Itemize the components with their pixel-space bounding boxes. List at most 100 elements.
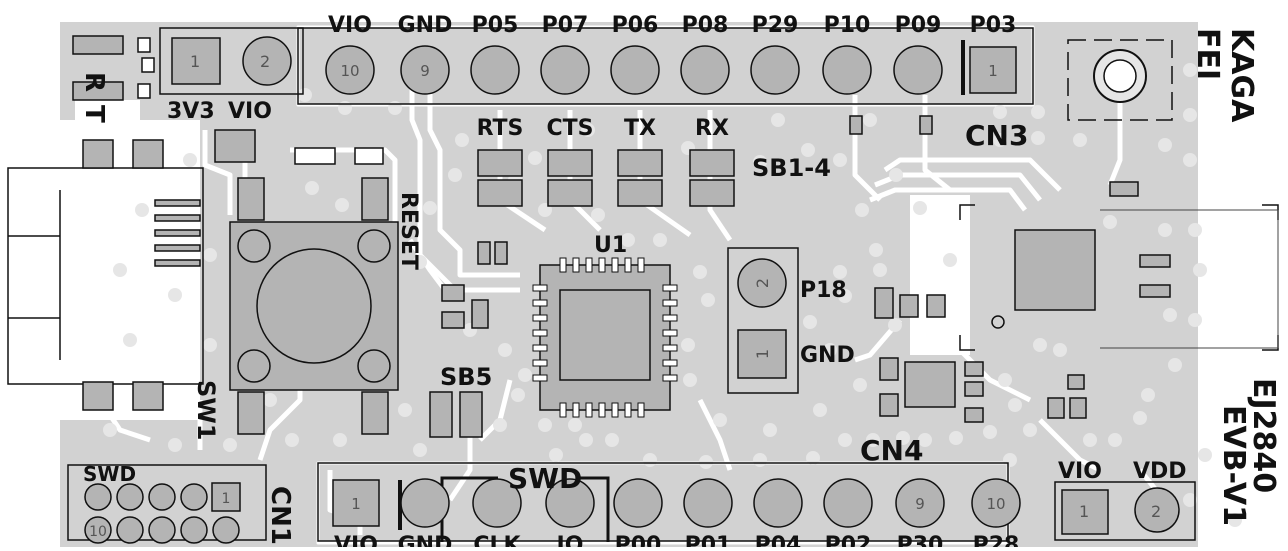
u1-pin [662,359,678,367]
via [699,455,713,469]
via [701,293,715,307]
swd-header: 110 [67,464,267,544]
cn4-pin-label: P02 [825,533,872,547]
swd-pin-pad [211,482,241,512]
p18-pin2-number: 2 [753,278,772,288]
via [1183,63,1197,77]
via [1031,131,1045,145]
via [838,289,852,303]
cn3-pin-label: P08 [682,13,729,38]
u1-pin [572,257,580,273]
fiducial [991,315,1005,329]
vio-vdd-jumper [1054,481,1196,541]
via [398,403,412,417]
via [285,433,299,447]
cn3-pin-pad [750,45,800,95]
swd-pin-pad [116,483,144,511]
via [681,338,695,352]
via [455,133,469,147]
cn4-pin-label: P28 [973,533,1020,547]
u1-pin [532,314,548,322]
cn3-pin-pad [470,45,520,95]
solder-bridge-pad [477,149,523,177]
via [333,433,347,447]
cn4-pin-pad [400,478,450,528]
u1-pin [662,284,678,292]
uart-signal-label: RX [695,116,729,141]
via [863,113,877,127]
swd-pin-pad [212,516,240,544]
u1-pin [532,299,548,307]
via [1141,388,1155,402]
vio-vdd-label-vdd: VDD [1133,459,1187,484]
via [335,198,349,212]
cn4-pin-label: P01 [685,533,732,547]
solder-bridge-pad [547,179,593,207]
via [1073,133,1087,147]
via [448,168,462,182]
via-field [103,63,1242,527]
passives [429,115,1139,438]
u1-pin [532,329,548,337]
cn3-pin-pad [325,45,375,95]
via [753,155,767,169]
solder-bridge-pad [477,179,523,207]
via [103,423,117,437]
cn4-pin-number: 10 [986,495,1005,513]
u1-pin [532,374,548,382]
cn3-label: CN3 [965,119,1028,152]
vio-vdd-label-vio: VIO [1058,459,1102,484]
via [223,438,237,452]
via [1158,138,1172,152]
via [538,418,552,432]
u1-chip [532,257,678,418]
via [1053,343,1067,357]
cn3-pin-label: P05 [472,13,519,38]
cn4-pin-label: IO [557,533,584,547]
via [203,338,217,352]
via [993,133,1007,147]
via [568,418,582,432]
u1-pin [585,402,593,418]
via [338,101,352,115]
via [813,403,827,417]
swd-pin-pad [84,483,112,511]
via [1168,358,1182,372]
via [643,453,657,467]
uart-signal-label: CTS [547,116,594,141]
via [498,343,512,357]
via [1188,313,1202,327]
antenna-connector [1067,39,1173,121]
sw1-label: SW1 [192,380,220,440]
solder-bridge-pad [617,149,663,177]
cn3-pin-label: P29 [752,13,799,38]
via [806,451,820,465]
cn4-pin-label: VIO [334,533,378,547]
cn1-label: CN1 [265,486,295,545]
u1-pin [624,402,632,418]
u1-pin [598,257,606,273]
via [771,113,785,127]
via [993,105,1007,119]
via [853,378,867,392]
rf-module-pads [1014,229,1171,311]
via [803,315,817,329]
via [1228,513,1242,527]
copper-free-areas [60,100,970,420]
via [838,433,852,447]
u1-pin [611,402,619,418]
via [1183,153,1197,167]
via [135,203,149,217]
u1-pin [559,402,567,418]
via [683,373,697,387]
via [388,101,402,115]
via [869,243,883,257]
cn4-pin-pad [683,478,733,528]
via [168,438,182,452]
cn4-pin-number: 9 [915,495,925,513]
swd-header-label: SWD [83,462,136,486]
via [713,413,727,427]
jumper-pin2-number: 2 [260,52,270,71]
